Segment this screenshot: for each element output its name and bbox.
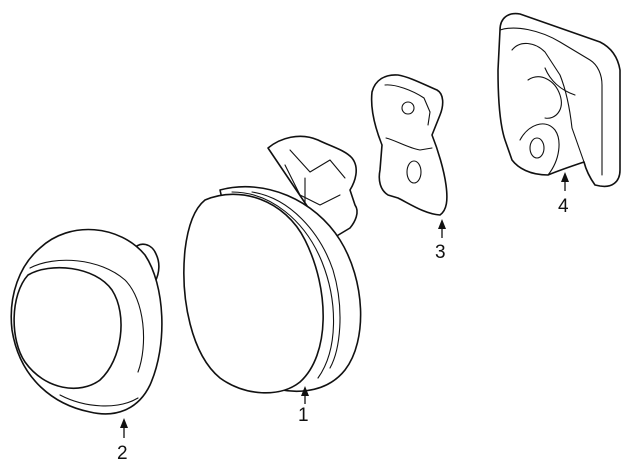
part-2-lamp: [10, 228, 163, 415]
callout-label-4: 4: [558, 196, 569, 217]
callout-4: 4: [558, 172, 569, 217]
part-4-housing: [497, 12, 621, 188]
callout-label-3: 3: [435, 242, 446, 263]
callout-1: 1: [298, 386, 309, 426]
part-1-lamp: [183, 135, 362, 394]
callout-label-2: 2: [117, 443, 128, 464]
callout-3: 3: [435, 219, 446, 263]
part-3-bracket: [370, 74, 448, 216]
callout-label-1: 1: [298, 405, 309, 426]
callout-2: 2: [117, 418, 128, 464]
